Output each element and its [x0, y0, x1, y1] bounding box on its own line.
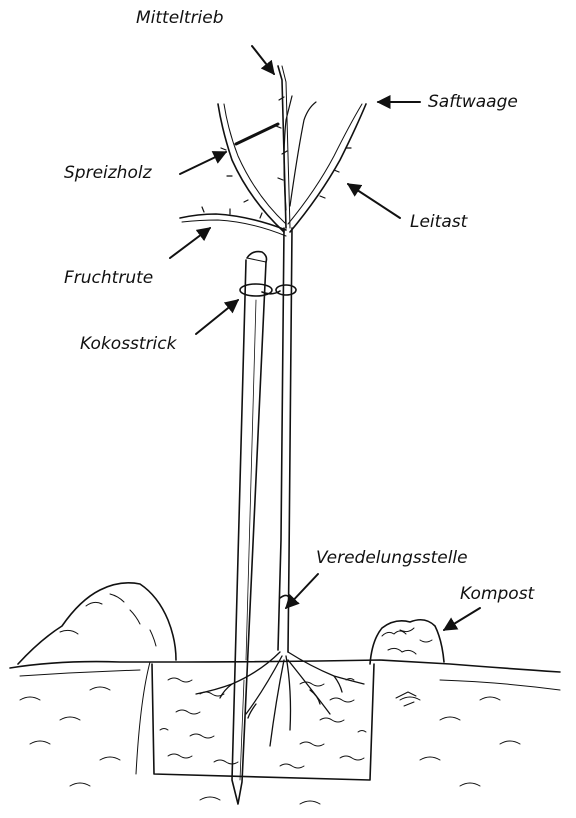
label-kokosstrick: Kokosstrick: [80, 336, 176, 353]
soil-mound-left: [18, 583, 176, 664]
planting-hole: [20, 662, 520, 804]
kokosstrick-tie: [240, 284, 296, 296]
label-fruchtrute: Fruchtrute: [64, 270, 153, 287]
label-saftwaage: Saftwaage: [428, 94, 518, 111]
label-veredelungsstelle: Veredelungsstelle: [316, 550, 468, 567]
arrow-fruchtrute: [170, 228, 210, 258]
arrow-kompost: [444, 608, 480, 630]
arrow-mitteltrieb: [252, 46, 274, 74]
annotation-arrows: [170, 46, 480, 630]
label-spreizholz: Spreizholz: [64, 165, 152, 182]
arrow-kokosstrick: [196, 300, 238, 334]
ground-line: [10, 660, 560, 690]
arrow-leitast: [348, 184, 400, 218]
label-mitteltrieb: Mitteltrieb: [136, 10, 224, 27]
label-leitast: Leitast: [410, 214, 467, 231]
arrow-veredelungsstelle: [286, 574, 318, 608]
kompost-mound: [370, 620, 444, 664]
stake: [232, 252, 267, 804]
roots: [196, 652, 364, 746]
crown-branches: [180, 66, 366, 746]
label-kompost: Kompost: [460, 586, 534, 603]
arrow-spreizholz: [180, 152, 226, 174]
